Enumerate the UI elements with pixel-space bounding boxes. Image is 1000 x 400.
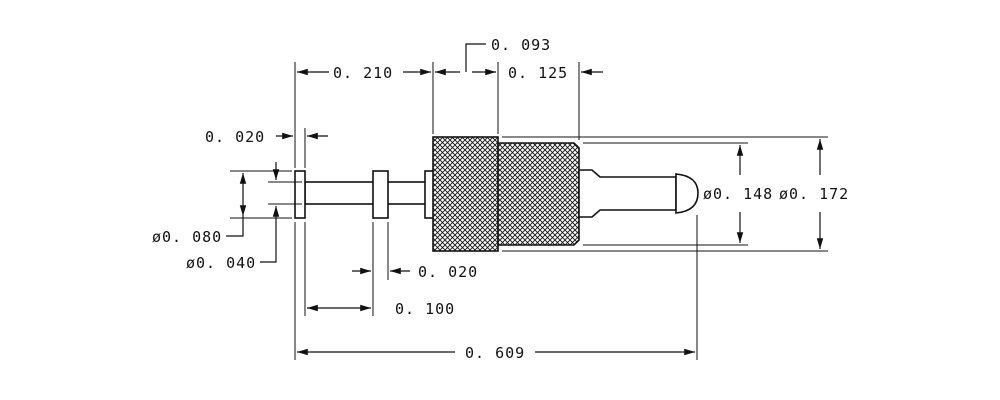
dim-flange-to-collar: 0. 100 <box>395 300 455 318</box>
rounded-tip <box>675 173 699 214</box>
head-flange <box>294 170 306 219</box>
pin-part <box>294 136 699 252</box>
dim-body-diameter: ø0. 148 <box>703 185 773 203</box>
dimension-labels: 0. 210 0. 093 0. 125 0. 020 ø0. 080 ø0. … <box>152 36 849 362</box>
dim-knurl-width: 0. 093 <box>491 36 551 54</box>
shank <box>304 181 434 205</box>
dim-shank-diameter: ø0. 040 <box>186 254 256 272</box>
dim-knurl-diameter: ø0. 172 <box>779 185 849 203</box>
tip-neck <box>578 169 677 218</box>
knurled-section <box>432 136 499 252</box>
dim-body-to-tip: 0. 125 <box>508 64 568 82</box>
extension-lines <box>230 62 828 360</box>
dim-collar-thickness: 0. 020 <box>418 263 478 281</box>
dimension-lines <box>226 43 824 356</box>
dim-flange-diameter: ø0. 080 <box>152 228 222 246</box>
dim-total-length: 0. 609 <box>465 344 525 362</box>
dim-head-to-knurl: 0. 210 <box>333 64 393 82</box>
dim-flange-thickness: 0. 020 <box>205 128 265 146</box>
middle-collar <box>372 170 389 219</box>
body-section <box>497 142 580 246</box>
